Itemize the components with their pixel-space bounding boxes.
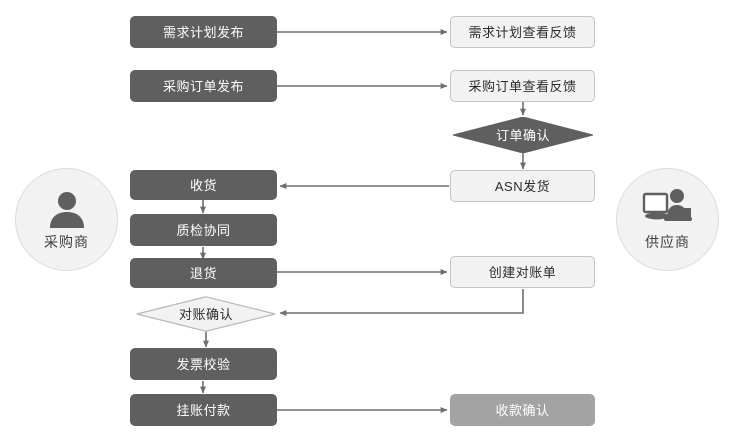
node-demand-plan-feedback-label: 需求计划查看反馈 [468,24,577,40]
node-return-goods[interactable]: 退货 [130,258,277,288]
node-asn-shipment-label: ASN发货 [494,178,551,194]
node-purchase-order-publish-label: 采购订单发布 [162,78,244,94]
actor-supplier-label: 供应商 [645,233,690,250]
node-quality-collaboration-label: 质检协同 [176,222,231,238]
node-receipt-confirm[interactable]: 收款确认 [450,394,595,426]
node-quality-collaboration[interactable]: 质检协同 [130,214,277,246]
node-purchase-order-publish[interactable]: 采购订单发布 [130,70,277,102]
node-goods-receipt[interactable]: 收货 [130,170,277,200]
node-purchase-order-feedback-label: 采购订单查看反馈 [468,78,577,94]
node-create-statement-label: 创建对账单 [488,264,557,280]
node-receipt-confirm-label: 收款确认 [495,402,550,418]
node-purchase-order-feedback[interactable]: 采购订单查看反馈 [450,70,595,102]
node-goods-receipt-label: 收货 [189,177,217,193]
node-asn-shipment[interactable]: ASN发货 [450,170,595,202]
actor-buyer[interactable]: 采购商 [15,168,118,271]
actor-buyer-label: 采购商 [44,233,89,250]
person-at-computer-icon [642,188,694,230]
node-demand-plan-publish[interactable]: 需求计划发布 [130,16,277,48]
node-reconcile-confirm[interactable]: 对账确认 [136,296,276,332]
node-payment-posting-label: 挂账付款 [176,402,231,418]
node-order-confirm[interactable]: 订单确认 [453,117,593,153]
node-order-confirm-label: 订单确认 [495,127,550,143]
node-invoice-verify-label: 发票校验 [176,356,231,372]
person-silhouette-icon [46,188,88,230]
node-return-goods-label: 退货 [189,265,217,281]
node-payment-posting[interactable]: 挂账付款 [130,394,277,426]
node-demand-plan-feedback[interactable]: 需求计划查看反馈 [450,16,595,48]
node-demand-plan-publish-label: 需求计划发布 [162,24,244,40]
node-create-statement[interactable]: 创建对账单 [450,256,595,288]
edge-create-statement-to-reconcile [279,289,524,316]
actor-supplier[interactable]: 供应商 [616,168,719,271]
node-reconcile-confirm-label: 对账确认 [178,306,233,322]
node-invoice-verify[interactable]: 发票校验 [130,348,277,380]
